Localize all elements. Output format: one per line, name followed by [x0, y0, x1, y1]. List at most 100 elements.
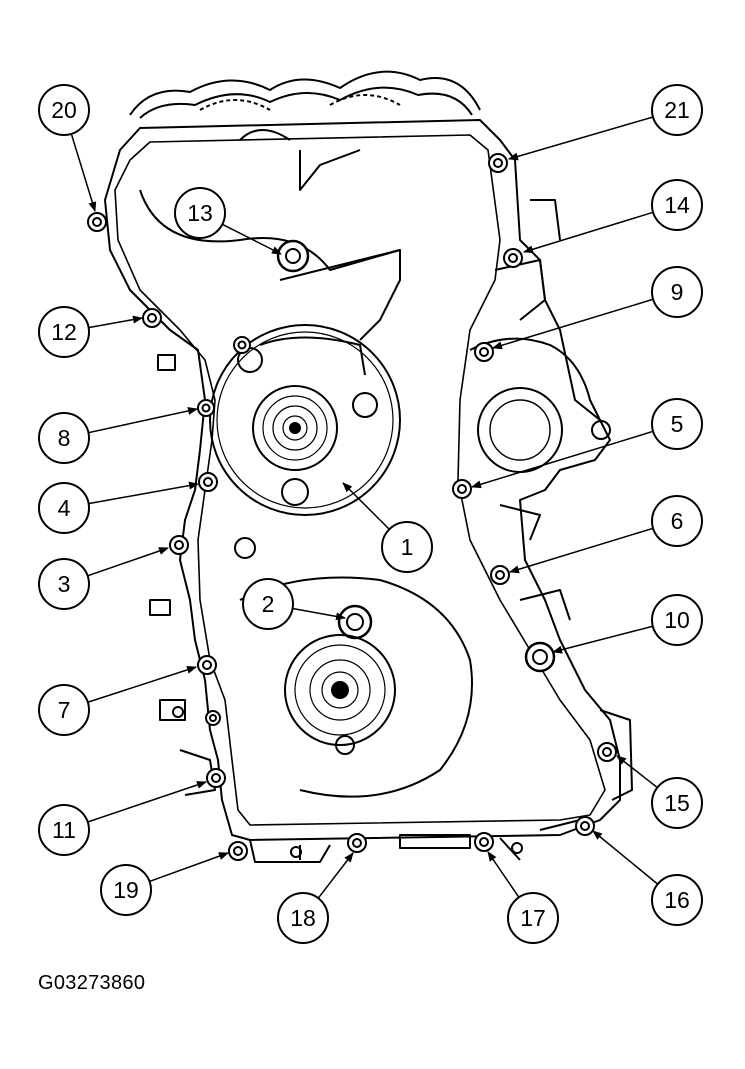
callout-10: 10 [651, 594, 703, 646]
bolt-7 [197, 655, 217, 675]
leader-line-14 [523, 211, 654, 254]
callout-circle [242, 578, 294, 630]
leader-line-6 [509, 527, 654, 574]
leader-line-13 [221, 223, 282, 255]
leader-line-12 [88, 315, 143, 329]
callout-14: 14 [651, 179, 703, 231]
bolt-20 [87, 212, 107, 232]
bolt-10 [524, 641, 556, 673]
callout-circle [100, 864, 152, 916]
bolt-4 [198, 472, 218, 492]
figure-id: G03273860 [38, 972, 146, 994]
callout-circle [651, 594, 703, 646]
callout-label: 15 [664, 790, 690, 816]
leader-line-7 [87, 665, 197, 703]
callout-label: 2 [262, 591, 275, 617]
callout-circle [507, 892, 559, 944]
callout-label: 7 [58, 697, 71, 723]
bolt-8 [197, 399, 215, 417]
callout-circle [38, 412, 90, 464]
callout-label: 16 [664, 887, 690, 913]
leader-line-4 [88, 481, 199, 505]
callout-label: 4 [58, 495, 71, 521]
callout-circle [38, 84, 90, 136]
callout-label: 10 [664, 607, 690, 633]
leader-line-5 [471, 430, 654, 489]
callout-20: 20 [38, 84, 90, 136]
leader-line-11 [87, 781, 207, 823]
bolts [87, 153, 617, 861]
leader-line-9 [492, 298, 654, 350]
callout-circle [38, 684, 90, 736]
callout-label: 17 [520, 905, 546, 931]
callout-label: 1 [401, 534, 414, 560]
bolt-top-left [233, 336, 251, 354]
leader-line-15 [616, 755, 658, 789]
callout-4: 4 [38, 482, 90, 534]
callout-circle [381, 521, 433, 573]
bolt-lower-left [205, 710, 221, 726]
leader-line-10 [552, 625, 653, 654]
callout-label: 21 [664, 97, 690, 123]
callout-13: 13 [174, 187, 226, 239]
bolt-21 [488, 153, 508, 173]
callout-12: 12 [38, 306, 90, 358]
callout-label: 20 [51, 97, 77, 123]
bolt-9 [474, 342, 494, 362]
callout-circle [174, 187, 226, 239]
leader-line-21 [508, 116, 654, 161]
callout-18: 18 [277, 892, 329, 944]
callout-circle [38, 804, 90, 856]
callout-label: 14 [664, 192, 690, 218]
leader-line-2 [292, 607, 346, 621]
callout-circle [38, 558, 90, 610]
callout-label: 11 [52, 817, 76, 843]
callout-15: 15 [651, 777, 703, 829]
bolt-17 [474, 832, 494, 852]
callout-circle [651, 179, 703, 231]
callout-8: 8 [38, 412, 90, 464]
callout-circle [651, 495, 703, 547]
callout-label: 8 [58, 425, 71, 451]
callout-11: 11 [38, 804, 90, 856]
leader-line-3 [87, 547, 169, 577]
callout-circle [651, 398, 703, 450]
bolt-12 [142, 308, 162, 328]
leader-line-1 [342, 482, 390, 530]
callout-circle [38, 306, 90, 358]
callout-label: 13 [187, 200, 213, 226]
leader-line-18 [317, 852, 354, 899]
callout-label: 12 [51, 319, 77, 345]
callout-label: 6 [671, 508, 684, 534]
bolt-11 [206, 768, 226, 788]
bolt-16 [575, 816, 595, 836]
callout-19: 19 [100, 864, 152, 916]
bolt-3 [169, 535, 189, 555]
callout-17: 17 [507, 892, 559, 944]
leader-line-20 [70, 133, 97, 212]
callout-16: 16 [651, 874, 703, 926]
bolt-13 [276, 239, 310, 273]
callout-label: 9 [671, 279, 684, 305]
callout-circle [651, 266, 703, 318]
callout-2: 2 [242, 578, 294, 630]
bolt-5 [452, 479, 472, 499]
bolt-6 [490, 565, 510, 585]
callout-circle [277, 892, 329, 944]
leader-line-8 [88, 407, 198, 434]
leader-line-19 [149, 852, 229, 883]
bolt-14 [503, 248, 523, 268]
callout-circle [651, 777, 703, 829]
callout-5: 5 [651, 398, 703, 450]
leader-lines [70, 116, 659, 899]
callout-6: 6 [651, 495, 703, 547]
callout-7: 7 [38, 684, 90, 736]
callout-circle [651, 874, 703, 926]
callout-circle [38, 482, 90, 534]
engine-drawing [104, 70, 633, 863]
callout-9: 9 [651, 266, 703, 318]
leader-line-17 [487, 851, 520, 898]
callout-label: 5 [671, 411, 684, 437]
